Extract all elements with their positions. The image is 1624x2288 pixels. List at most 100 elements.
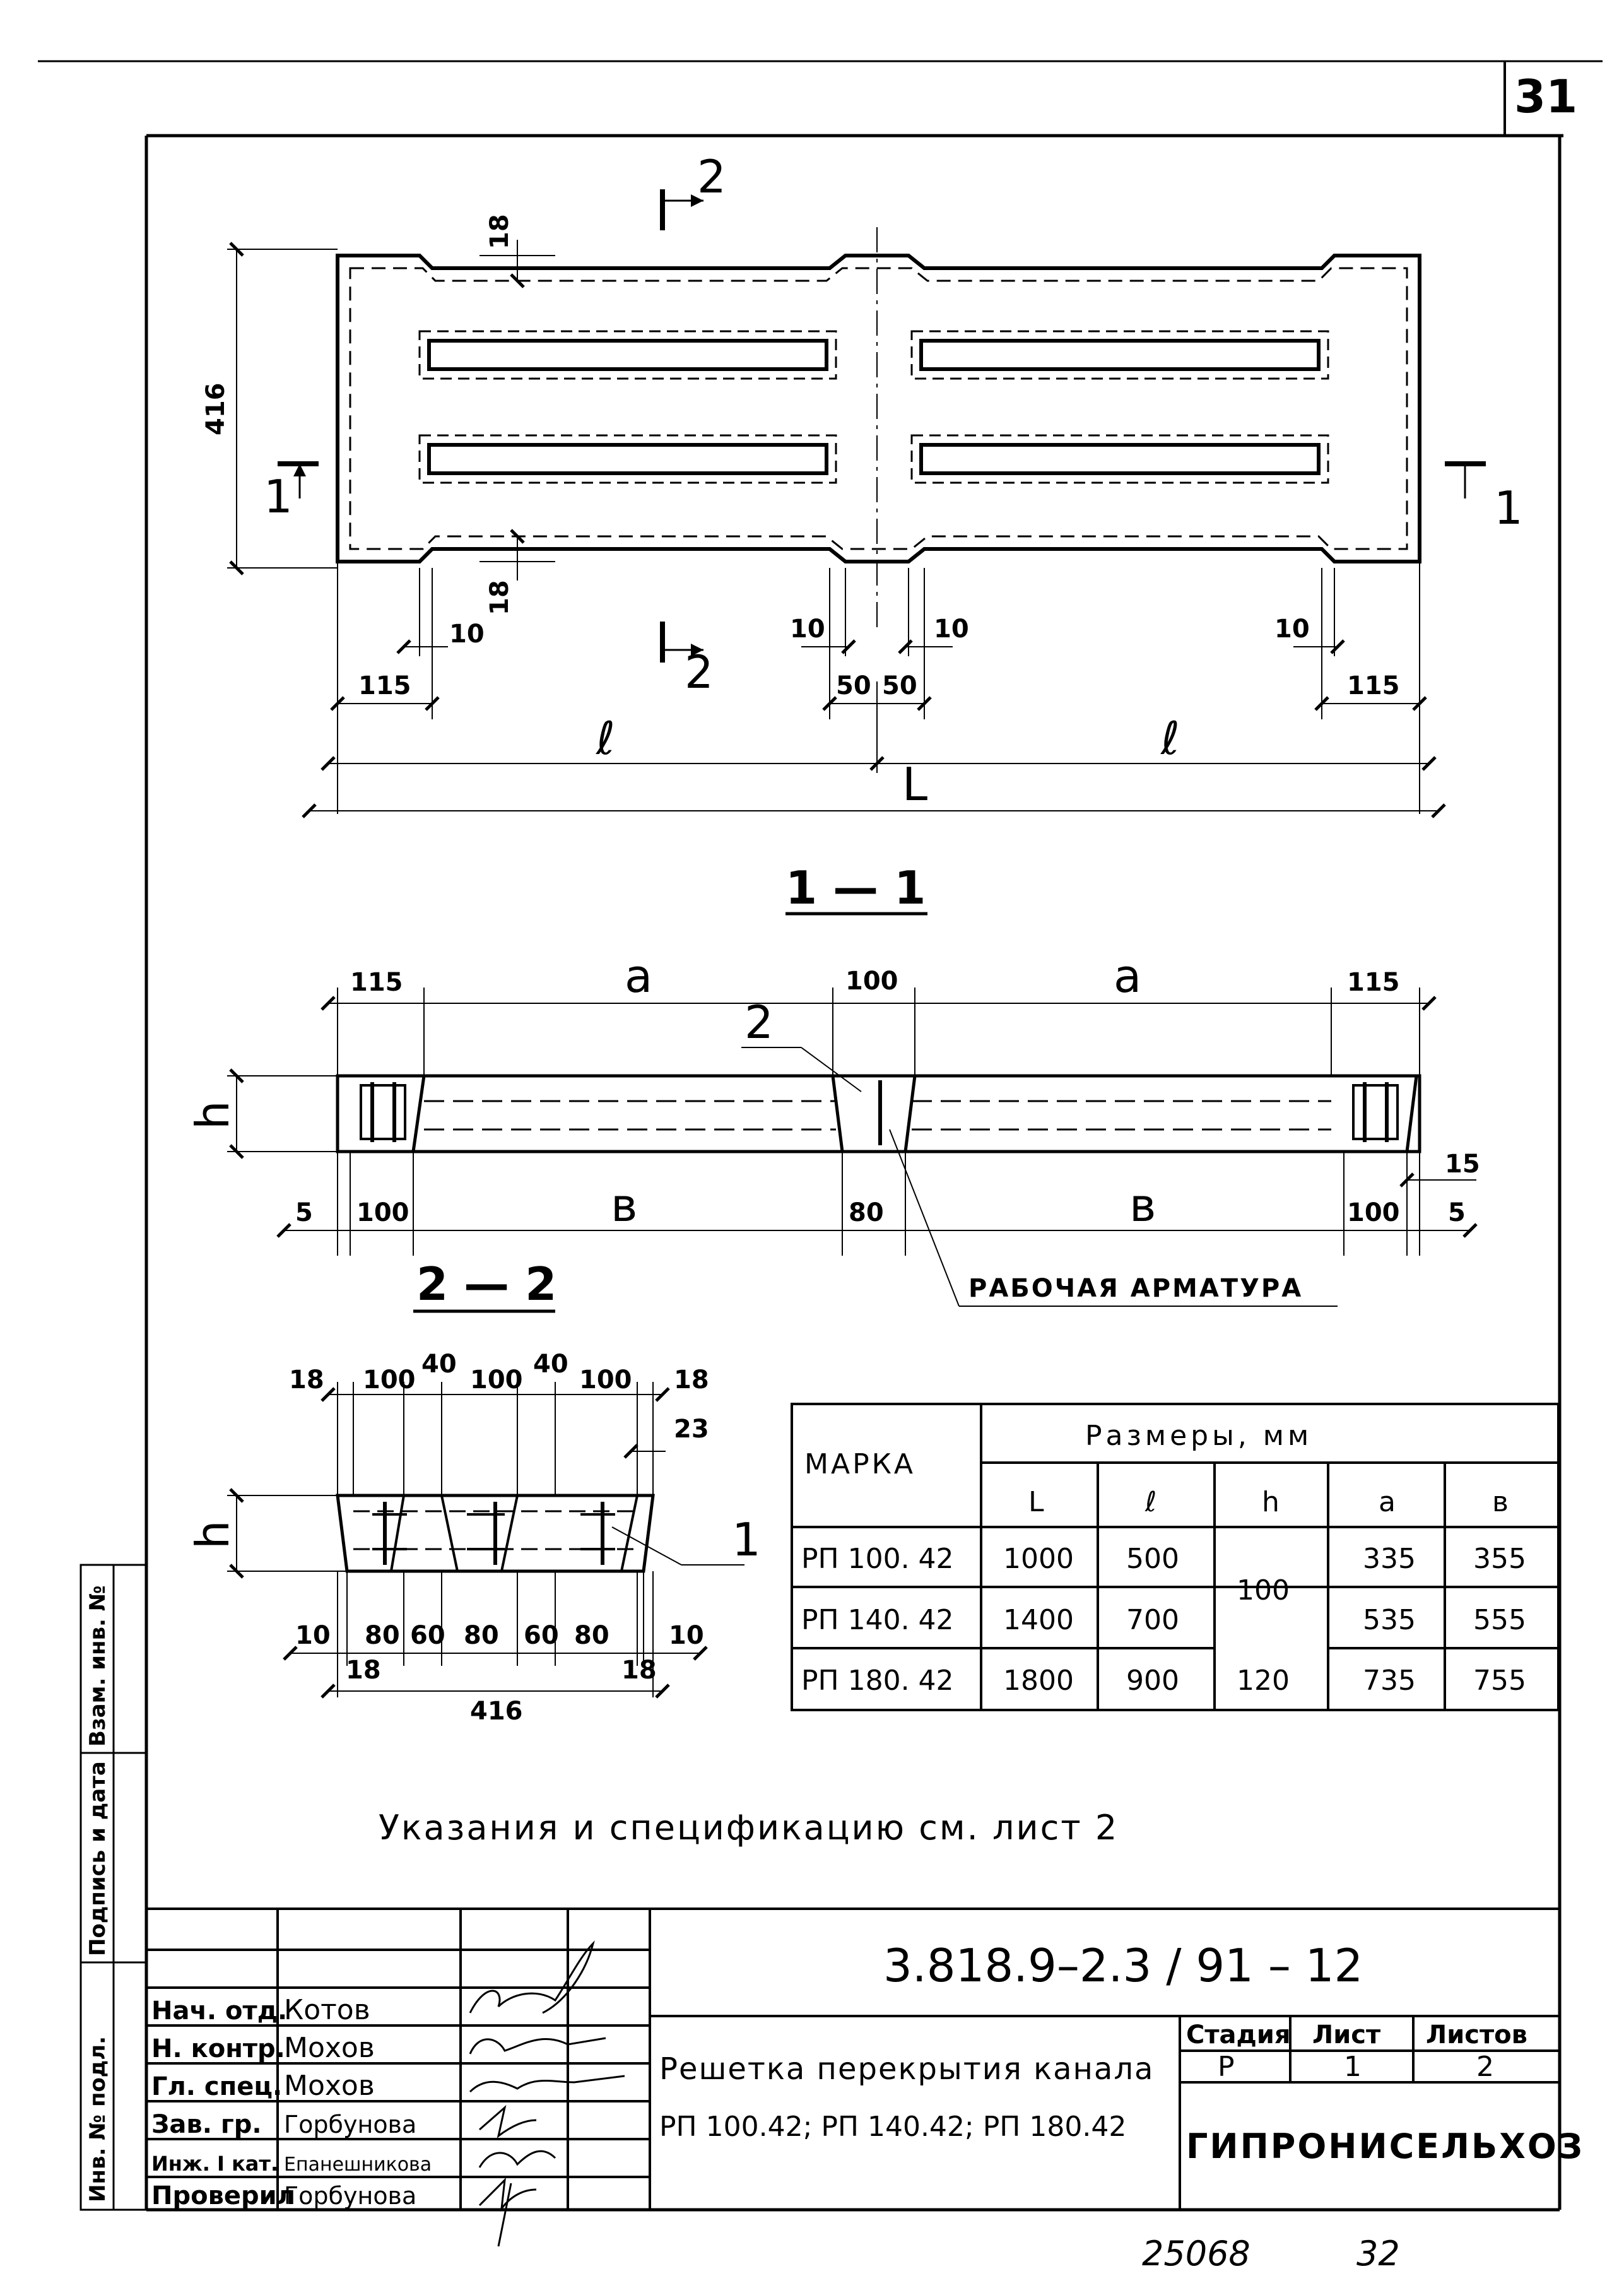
table-sub-header: в [1492,1486,1509,1518]
plan-dim-10-d: 10 [1274,615,1310,644]
table-cell-b: 555 [1473,1604,1526,1636]
s11-dim-100-left: 100 [356,1198,409,1227]
slot-2 [919,339,1321,371]
tb-sheet-value: 1 [1344,2051,1362,2083]
signature-kotov [469,1940,595,2014]
section-2-2 [227,1382,744,1699]
tb-stage-value: Р [1218,2051,1235,2083]
table-cell-a: 535 [1363,1604,1416,1636]
table-cell-l: 700 [1126,1604,1179,1636]
signature-mokhov-2 [469,2075,625,2093]
table-row: РП 100. 42 1000 500 100 335 355 [801,1543,1526,1607]
s22-top-dim: 18 [674,1365,709,1395]
plan-dim-18-bottom: 18 [485,580,514,615]
table-cell-L: 1800 [1003,1665,1074,1697]
plan-dim-L: L [902,758,927,811]
table-cell-b: 755 [1473,1665,1526,1697]
plan-dim-416: 416 [201,383,230,436]
tb-name: Мохов [284,2070,375,2102]
s22-bottom-dim: 80 [464,1621,499,1650]
table-cell-mark: РП 100. 42 [801,1543,954,1575]
s11-dim-5-left: 5 [295,1198,313,1227]
s22-top-dims: 18 100 40 100 40 100 18 [289,1350,709,1395]
s22-dim-h: h [186,1520,239,1549]
organization: ГИПРОНИСЕЛЬХОЗ [1186,2126,1584,2166]
s22-bottom-dim: 10 [669,1621,704,1650]
s11-callout-2: 2 [744,996,774,1049]
table-cell-a: 735 [1363,1665,1416,1697]
s11-dim-115-right: 115 [1347,968,1400,997]
tb-role: Н. контр. [151,2034,285,2063]
section-1-1 [227,988,1478,1307]
plan-dim-115-right: 115 [1347,671,1400,700]
table-cell-l: 500 [1126,1543,1179,1575]
table-group-header: Размеры, мм [1085,1420,1312,1452]
title-block [146,1908,1560,2210]
slot-1 [427,339,828,371]
s22-top-dim: 40 [421,1350,457,1379]
section-1-1-title: 1 — 1 [786,861,926,914]
s11-dim-115-left: 115 [350,968,403,997]
rebar-label: РАБОЧАЯ АРМАТУРА [968,1274,1303,1303]
s11-dim-a-right: a [1114,950,1141,1003]
plan-cut-1-right: 1 [1494,481,1523,534]
doc-title-line1: Решетка перекрытия канала [659,2051,1154,2087]
plan-dim-50-b: 50 [882,671,917,700]
s22-bottom-dim: 80 [365,1621,400,1650]
table-row: РП 180. 42 1800 900 120 735 755 [801,1665,1526,1697]
sheet-frame [38,60,1603,2212]
note-text: Указания и спецификацию см. лист 2 [379,1808,1119,1848]
s11-dim-100-right: 100 [1347,1198,1400,1227]
table-sub-header: L [1028,1486,1044,1518]
plan-dim-10-a: 10 [449,620,485,649]
size-table [791,1403,1560,1711]
tb-name: Епанешникова [284,2154,432,2176]
s22-top-dim: 40 [533,1350,568,1379]
tb-name: Котов [284,1994,370,2026]
plan-dim-10-c: 10 [934,615,969,644]
slot-4 [919,443,1321,475]
s11-dim-80-mid: 80 [849,1198,884,1227]
table-sub-header: h [1262,1486,1280,1518]
plan-view [227,189,1486,818]
s22-bottom-dim: 10 [295,1621,331,1650]
slot-3 [427,443,828,475]
s22-top-dim: 100 [579,1365,632,1395]
slot-3-dash [418,434,837,484]
s11-dim-a-left: a [625,950,652,1003]
plan-dim-l-left: ℓ [595,712,615,765]
plan-dim-l-right: ℓ [1160,712,1180,765]
slot-2-dash [910,330,1329,380]
s22-callout-1: 1 [732,1513,761,1566]
tb-role: Зав. гр. [151,2110,262,2139]
s22-dim-416: 416 [470,1697,523,1726]
doc-title-line2: РП 100.42; РП 140.42; РП 180.42 [659,2111,1126,2143]
doc-code: 3.818.9–2.3 / 91 – 12 [883,1939,1363,1992]
footer-archive-number: 25068 [1142,2234,1250,2273]
table-cell-b: 355 [1473,1543,1526,1575]
slot-1-dash [418,330,837,380]
tb-sheets-label: Листов [1426,2020,1527,2049]
tb-sheet-label: Лист [1312,2020,1381,2049]
tb-role: Инж. I кат. [151,2152,278,2176]
side-stamp [79,1564,148,2211]
table-col-mark: МАРКА [804,1448,915,1480]
s22-dim-18-right: 18 [621,1656,657,1685]
plan-cut-2-top: 2 [697,150,726,203]
slot-4-dash [910,434,1329,484]
s22-bottom-dims: 10 80 60 80 60 80 10 [295,1621,704,1650]
plan-cut-2-bottom: 2 [685,646,714,699]
section-2-2-title: 2 — 2 [416,1258,556,1311]
footer-page-number: 32 [1356,2234,1400,2273]
table-row: РП 140. 42 1400 700 535 555 [801,1604,1526,1636]
tb-name: Мохов [284,2032,375,2064]
signature-gorbunova-1 [479,2104,537,2138]
plan-inner-dashed [349,267,1408,550]
tb-name: Горбунова [284,2111,416,2138]
s22-top-dim: 100 [470,1365,523,1395]
plan-cut-1-left: 1 [264,470,293,523]
side-stamp-inv-orig: Инв. № подл. [85,2036,110,2202]
signatures [469,1940,625,2247]
s11-dim-15: 15 [1445,1150,1480,1179]
